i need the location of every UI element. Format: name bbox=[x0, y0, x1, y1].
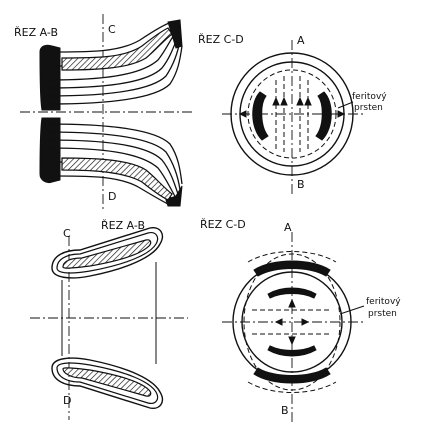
bottom-left-lower-winding-inner bbox=[56, 362, 159, 404]
bottom-right-dashed-envelope bbox=[243, 253, 341, 391]
bottom-right-outer-field-top bbox=[247, 251, 337, 263]
bottom-left-section-view: ŘEZ A-B C D bbox=[30, 219, 188, 420]
top-left-section-view: ŘEZ A-B C D bbox=[14, 14, 195, 210]
bottom-right-outer-top-arc bbox=[253, 260, 331, 277]
bottom-right-title: ŘEZ C-D bbox=[200, 218, 246, 231]
bottom-right-callout-line1: feritový bbox=[366, 297, 401, 307]
bottom-right-field-lines bbox=[252, 298, 332, 346]
top-right-field-lines bbox=[238, 76, 346, 152]
bottom-right-marker-b: B bbox=[281, 404, 289, 417]
top-left-marker-d: D bbox=[108, 190, 116, 203]
top-left-upper-end-cap bbox=[39, 44, 61, 111]
bottom-right-callout-line2: prsten bbox=[368, 309, 397, 319]
bottom-left-upper-winding-inner bbox=[56, 232, 159, 274]
top-right-marker-b: B bbox=[297, 178, 305, 191]
bottom-right-ferrite-ring-inner bbox=[241, 271, 343, 373]
top-right-ferrite-ring-outer bbox=[230, 52, 354, 176]
top-left-title: ŘEZ A-B bbox=[14, 26, 58, 39]
top-left-lower-tip bbox=[165, 185, 183, 207]
bottom-right-inner-bottom-arc bbox=[267, 345, 317, 357]
bottom-right-outer-field-bottom bbox=[247, 381, 337, 393]
top-right-right-coil bbox=[315, 91, 332, 141]
top-right-left-coil bbox=[252, 91, 269, 141]
top-right-callout-line1: feritový bbox=[352, 92, 387, 102]
bottom-left-lower-hatched-core bbox=[62, 367, 152, 397]
bottom-right-marker-a: A bbox=[284, 221, 292, 234]
bottom-right-inner-top-arc bbox=[267, 287, 317, 299]
top-right-dashed-circle bbox=[247, 69, 337, 159]
top-right-callout-line2: prsten bbox=[354, 103, 383, 113]
bottom-left-marker-d: D bbox=[63, 394, 71, 407]
bottom-left-title: ŘEZ A-B bbox=[101, 219, 145, 232]
top-left-upper-tip bbox=[167, 19, 183, 49]
bottom-left-lower-winding-outer bbox=[51, 357, 164, 409]
top-right-section-view: ŘEZ C-D A B feritový prsten bbox=[198, 33, 387, 196]
bottom-right-outer-bottom-arc bbox=[253, 367, 331, 384]
top-right-marker-a: A bbox=[297, 34, 305, 47]
bottom-right-callout-leader bbox=[339, 305, 365, 315]
top-right-callout-leader bbox=[337, 101, 354, 109]
bottom-left-upper-hatched-core bbox=[62, 239, 152, 269]
bottom-right-section-view: ŘEZ C-D A B feritový prsten bbox=[200, 218, 401, 424]
top-right-title: ŘEZ C-D bbox=[198, 33, 244, 46]
top-left-lower-windings bbox=[47, 123, 183, 205]
bottom-left-upper-winding-outer bbox=[51, 227, 164, 279]
top-left-lower-end-cap bbox=[39, 117, 61, 183]
top-left-marker-c: C bbox=[108, 23, 116, 36]
bottom-left-marker-c: C bbox=[63, 227, 71, 240]
